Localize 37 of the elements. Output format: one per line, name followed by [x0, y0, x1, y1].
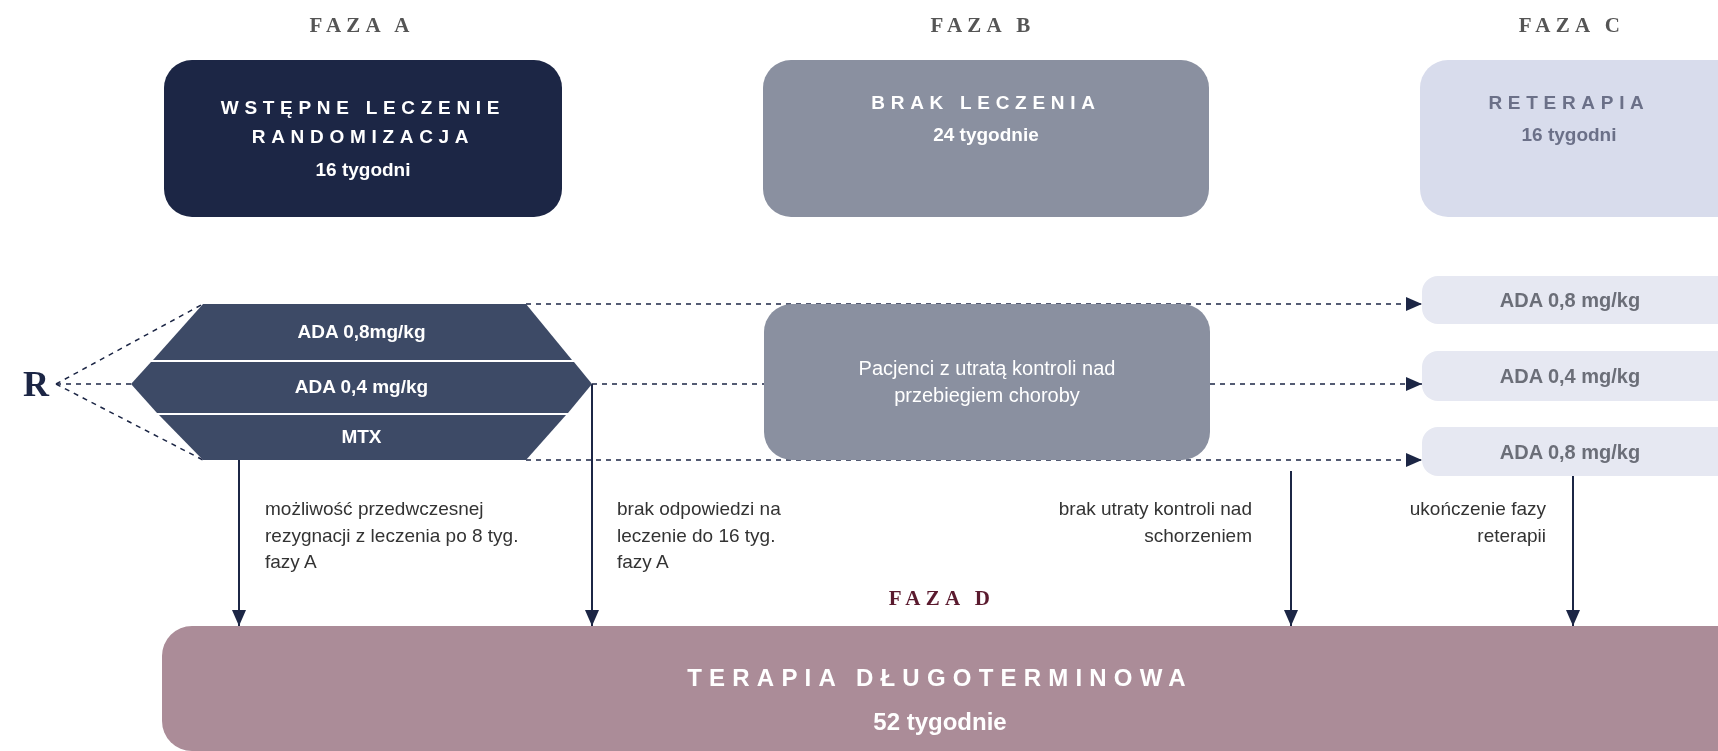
- phase-box: [164, 60, 562, 217]
- duration-text: 16 tygodni: [1521, 123, 1617, 148]
- randomization-letter: R: [16, 362, 56, 406]
- duration-text: 52 tygodnie: [873, 707, 1007, 737]
- arrow: [1209, 377, 1423, 391]
- phase-box: [162, 626, 1718, 751]
- duration-text: 16 tygodni: [315, 157, 411, 182]
- edge-label: brak utraty kontroli nad schorzeniem: [1057, 497, 1252, 548]
- arrow: [232, 459, 246, 627]
- dose-box: ADA 0,8 mg/kg: [1422, 276, 1718, 324]
- duration-text: 24 tygodnie: [933, 123, 1039, 148]
- phase-box: [1420, 60, 1718, 217]
- phase-heading: FAZA A: [308, 12, 416, 39]
- dashed-line: [55, 383, 132, 385]
- box-title: RETERAPIA: [1488, 91, 1650, 115]
- arrow: [1284, 470, 1298, 627]
- box-title: BRAK LECZENIA: [871, 91, 1101, 115]
- phase-heading: FAZA B: [929, 12, 1037, 39]
- arrow: [525, 297, 1423, 311]
- dose-box: ADA 0,8 mg/kg: [1422, 427, 1718, 476]
- edge-label: ukończenie fazy reterapii: [1408, 497, 1546, 548]
- arrow: [585, 383, 599, 627]
- dashed-line: [591, 383, 765, 385]
- dashed-line: [55, 383, 204, 461]
- phase-heading: FAZA D: [887, 585, 997, 612]
- arrow: [1566, 475, 1580, 627]
- process-box: Pacjenci z utratą kontroli nad przebiegiem choroby: [764, 304, 1210, 460]
- dose-box: ADA 0,4 mg/kg: [1422, 351, 1718, 401]
- box-title: WSTĘPNE LECZENIE RANDOMIZACJA: [219, 95, 507, 150]
- dashed-line: [55, 303, 204, 385]
- arrow: [525, 453, 1423, 467]
- edge-label: brak odpowiedzi na leczenie do 16 tyg. fazy A: [617, 497, 782, 575]
- phase-heading: FAZA C: [1517, 12, 1627, 39]
- treatment-arm-band: ADA 0,4 mg/kg: [131, 362, 592, 413]
- phase-box: [763, 60, 1209, 217]
- edge-label: możliwość przedwczesnej rezygnacji z leczenia po 8 tyg. fazy A: [265, 497, 520, 575]
- box-title: TERAPIA DŁUGOTERMINOWA: [687, 663, 1193, 693]
